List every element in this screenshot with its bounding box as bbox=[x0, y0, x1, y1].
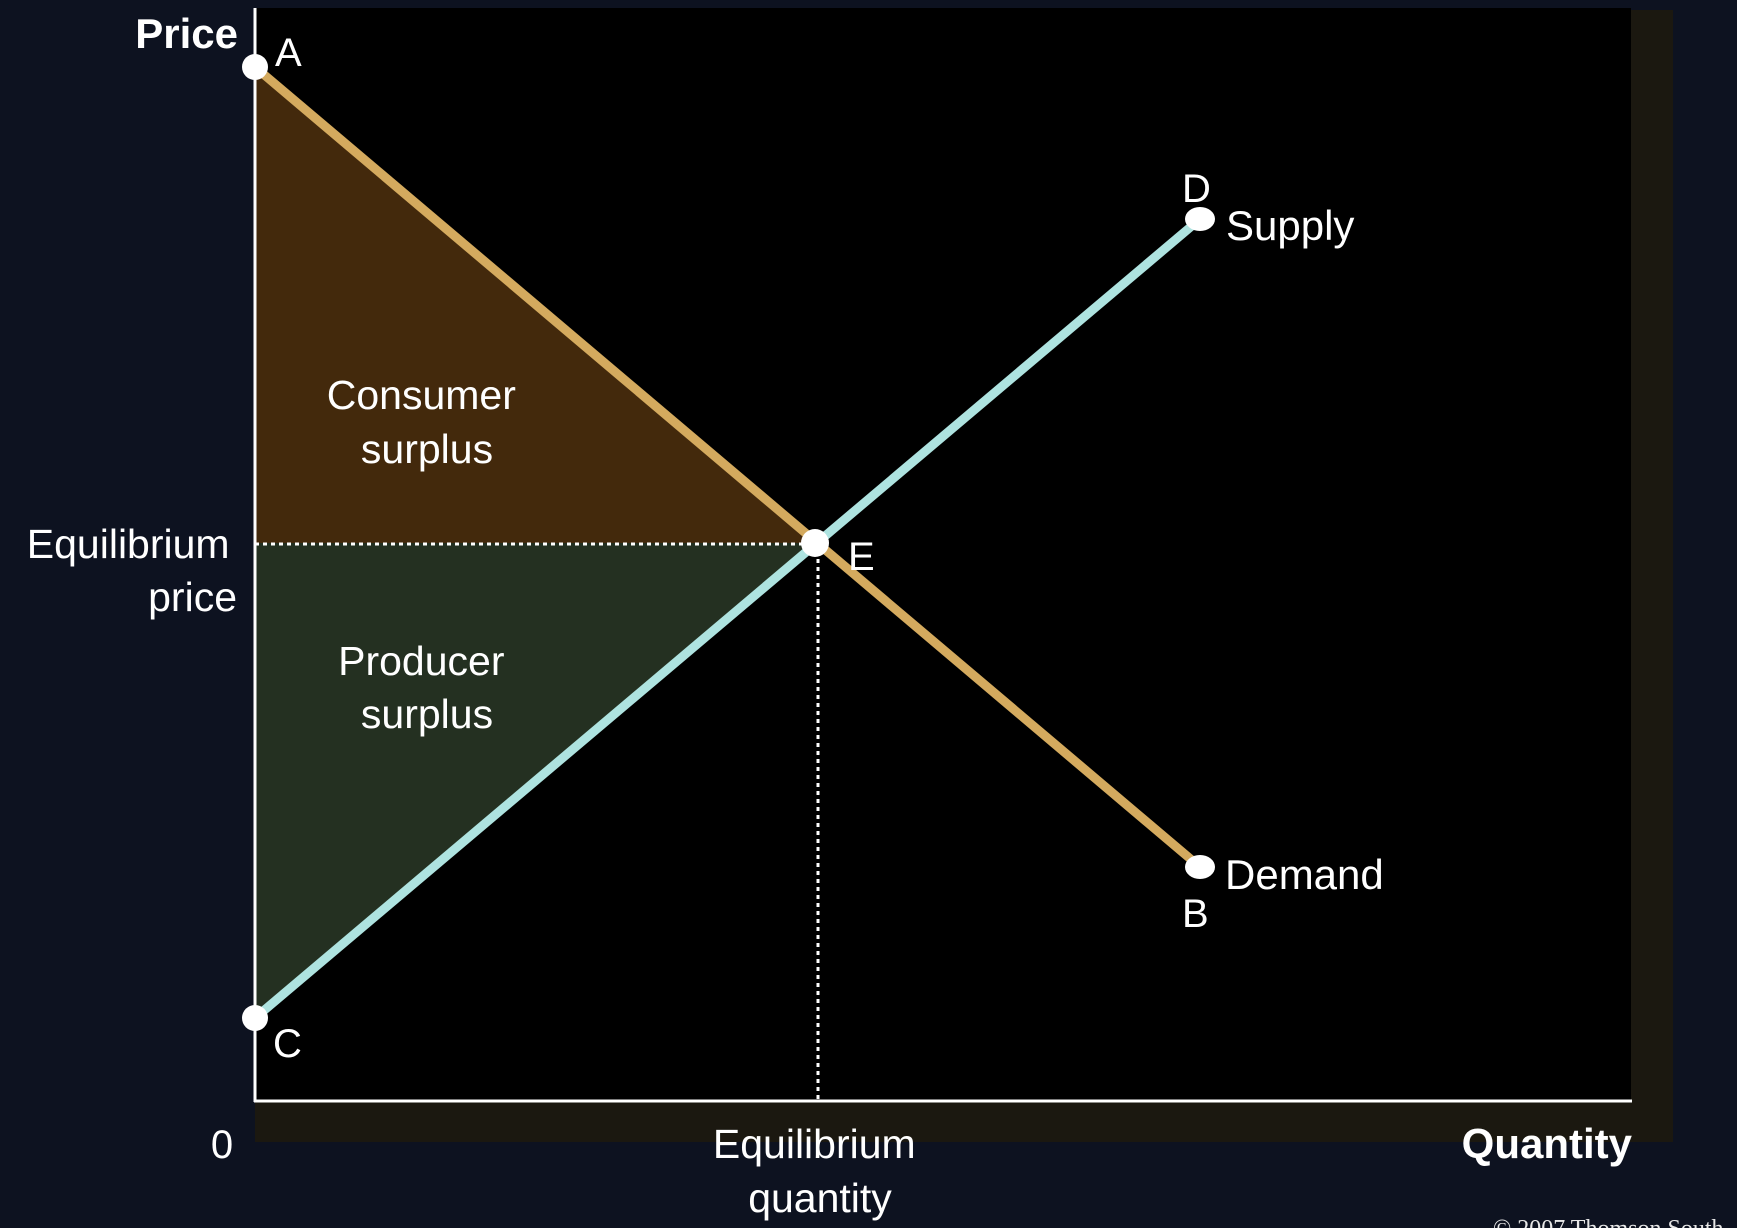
point-d-label: D bbox=[1182, 167, 1211, 211]
producer-surplus-line-1: Producer bbox=[338, 638, 504, 684]
producer-surplus-line-2: surplus bbox=[361, 691, 493, 737]
producer-surplus-label: Producer surplus bbox=[338, 638, 516, 737]
equilibrium-price-line-2: price bbox=[148, 574, 237, 620]
equilibrium-price-label: Equilibrium price bbox=[27, 521, 241, 620]
demand-curve bbox=[252, 63, 1203, 871]
supply-curve-label: Supply bbox=[1226, 202, 1354, 249]
consumer-surplus-line-2: surplus bbox=[361, 426, 493, 472]
point-e-label: E bbox=[848, 535, 875, 579]
point-e-marker bbox=[801, 529, 829, 557]
point-c-label: C bbox=[273, 1022, 302, 1066]
supply-curve bbox=[252, 215, 1203, 1022]
point-a-marker bbox=[242, 54, 268, 80]
equilibrium-quantity-label: Equilibrium quantity bbox=[713, 1121, 927, 1221]
equilibrium-quantity-line-2: quantity bbox=[748, 1175, 892, 1221]
consumer-surplus-line-1: Consumer bbox=[327, 372, 516, 418]
point-c-marker bbox=[242, 1005, 268, 1031]
demand-curve-label: Demand bbox=[1225, 851, 1384, 898]
origin-label: 0 bbox=[211, 1123, 233, 1167]
copyright-notice: © 2007 Thomson South bbox=[1493, 1216, 1723, 1228]
point-b-marker bbox=[1185, 855, 1215, 879]
y-axis-title: Price bbox=[135, 10, 238, 57]
equilibrium-quantity-line-1: Equilibrium bbox=[713, 1121, 916, 1167]
point-b-label: B bbox=[1182, 892, 1209, 936]
x-axis-title: Quantity bbox=[1462, 1120, 1633, 1167]
consumer-surplus-label: Consumer surplus bbox=[327, 372, 528, 472]
point-d-marker bbox=[1185, 207, 1215, 231]
equilibrium-price-line-1: Equilibrium bbox=[27, 521, 230, 567]
point-a-label: A bbox=[275, 31, 302, 75]
